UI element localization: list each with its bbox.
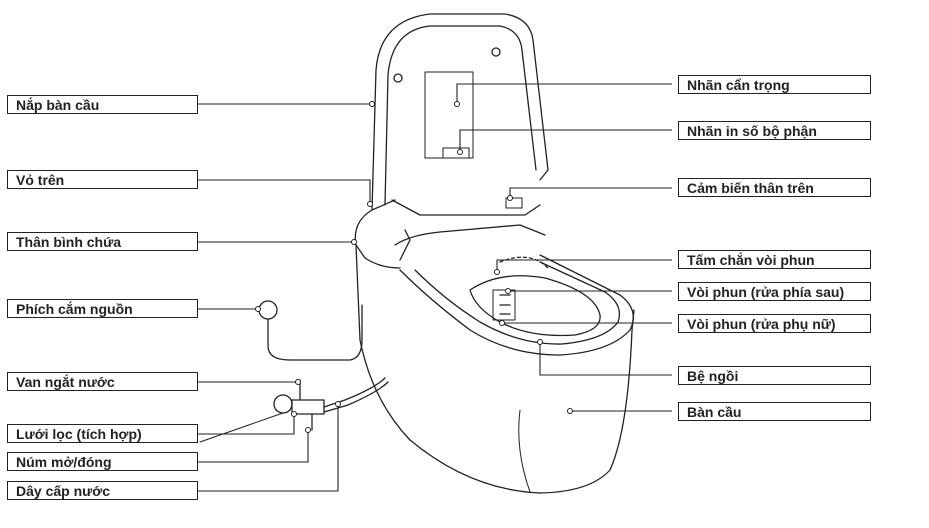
caution-label: [424, 71, 474, 159]
part-number-label: [442, 147, 470, 159]
label-text: Bệ ngồi: [687, 368, 739, 384]
label-be-ngoi: Bệ ngồi: [678, 366, 871, 385]
label-luoi-loc: Lưới lọc (tích hợp): [7, 424, 198, 443]
label-text: Nhãn cẩn trọng: [687, 77, 790, 93]
label-text: Vòi phun (rửa phía sau): [687, 284, 845, 300]
seat-opening: [469, 275, 601, 337]
shutoff-valve-icon: [273, 394, 293, 414]
label-voi-phun-nu: Vòi phun (rửa phụ nữ): [678, 314, 871, 333]
label-voi-phun-sau: Vòi phun (rửa phía sau): [678, 282, 871, 301]
label-phich-cam-nguon: Phích cắm nguồn: [7, 299, 198, 318]
label-text: Dây cấp nước: [16, 483, 111, 499]
label-nap-ban-cau: Nắp bàn cầu: [7, 95, 198, 114]
label-text: Van ngắt nước: [16, 374, 115, 390]
label-text: Tấm chắn vòi phun: [687, 252, 815, 268]
label-text: Vòi phun (rửa phụ nữ): [687, 316, 836, 332]
label-text: Nhãn in số bộ phận: [687, 123, 817, 139]
label-tam-chan: Tấm chắn vòi phun: [678, 250, 871, 269]
power-plug-icon: [258, 300, 278, 320]
lid-outline: [371, 13, 549, 211]
label-text: Phích cắm nguồn: [16, 301, 133, 317]
label-text: Cảm biến thân trên: [687, 180, 814, 196]
label-text: Núm mở/đóng: [16, 454, 112, 470]
toilet-bowl-front-curve: [518, 409, 531, 493]
label-text: Vỏ trên: [16, 172, 65, 188]
label-van-ngat-nuoc: Van ngắt nước: [7, 372, 198, 391]
label-text: Thân bình chứa: [16, 234, 122, 250]
label-num-mo-dong: Núm mở/đóng: [7, 452, 198, 471]
label-nhan-in-so: Nhãn in số bộ phận: [678, 121, 871, 140]
label-text: Lưới lọc (tích hợp): [16, 426, 142, 442]
label-nhan-can-trong: Nhãn cẩn trọng: [678, 75, 871, 94]
label-text: Nắp bàn cầu: [16, 97, 100, 113]
toilet-bowl-outline: [355, 244, 635, 494]
label-ban-cau: Bàn cầu: [678, 402, 871, 421]
upper-shell-outline: [354, 199, 396, 246]
label-cam-bien: Cảm biến thân trên: [678, 178, 871, 197]
label-than-binh-chua: Thân bình chứa: [7, 232, 198, 251]
label-text: Bàn cầu: [687, 404, 742, 420]
label-vo-tren: Vỏ trên: [7, 170, 198, 189]
seat-outline: [399, 254, 634, 356]
label-day-cap-nuoc: Dây cấp nước: [7, 481, 198, 500]
